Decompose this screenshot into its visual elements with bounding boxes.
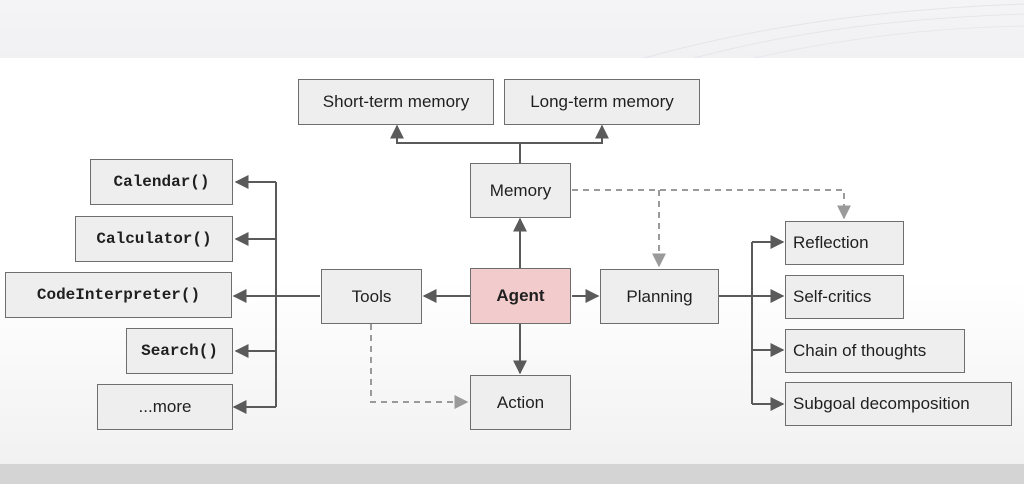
agent-node: Agent: [470, 268, 571, 324]
tools-node: Tools: [321, 269, 422, 324]
chain-of-thoughts-node: Chain of thoughts: [785, 329, 965, 373]
short-term-memory-node: Short-term memory: [298, 79, 494, 125]
more-tools-node: ...more: [97, 384, 233, 430]
memory-node: Memory: [470, 163, 571, 218]
reflection-node: Reflection: [785, 221, 904, 265]
subgoal-decomposition-node: Subgoal decomposition: [785, 382, 1012, 426]
bottom-band: [0, 464, 1024, 484]
calculator-tool-node: Calculator(): [75, 216, 233, 262]
code-interpreter-tool-node: CodeInterpreter(): [5, 272, 232, 318]
top-band: [0, 0, 1024, 58]
self-critics-node: Self-critics: [785, 275, 904, 319]
search-tool-node: Search(): [126, 328, 233, 374]
calendar-tool-node: Calendar(): [90, 159, 233, 205]
planning-node: Planning: [600, 269, 719, 324]
long-term-memory-node: Long-term memory: [504, 79, 700, 125]
action-node: Action: [470, 375, 571, 430]
